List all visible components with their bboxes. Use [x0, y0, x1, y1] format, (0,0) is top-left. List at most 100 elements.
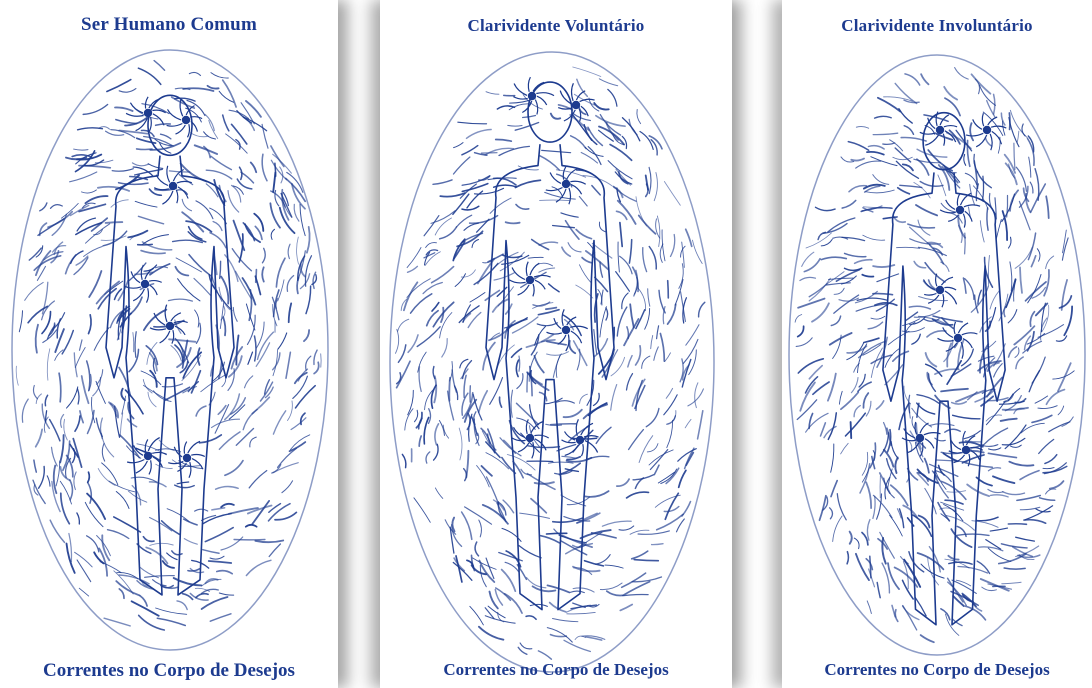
aura-stroke [636, 310, 645, 329]
aura-stroke [461, 270, 475, 277]
aura-stroke [977, 172, 991, 188]
aura-stroke [59, 373, 61, 402]
aura-stroke [84, 247, 103, 257]
panel-clarividente-involuntario: Clarividente Involuntário Correntes no C… [782, 0, 1092, 688]
aura-stroke [273, 350, 278, 375]
aura-stroke [916, 205, 937, 215]
aura-stroke [652, 544, 663, 545]
aura-stroke [564, 410, 582, 417]
aura-stroke [806, 377, 818, 393]
aura-stroke [87, 361, 90, 390]
aura-stroke [232, 185, 241, 202]
aura-stroke [833, 516, 842, 542]
aura-stroke [912, 334, 921, 344]
aura-stroke [288, 401, 293, 421]
aura-stroke [620, 605, 632, 611]
aura-stroke [890, 515, 903, 536]
aura-stroke [1016, 167, 1026, 191]
aura-stroke [686, 229, 692, 246]
aura-stroke [432, 303, 439, 312]
aura-stroke [74, 149, 88, 150]
aura-stroke [1046, 256, 1054, 269]
aura-stroke [649, 167, 651, 193]
aura-stroke [990, 528, 1007, 531]
aura-stroke [290, 442, 306, 451]
aura-stroke [289, 303, 292, 322]
aura-stroke [25, 282, 44, 300]
aura-stroke [494, 178, 516, 185]
aura-stroke [639, 436, 653, 463]
vortex-center [150, 305, 188, 344]
aura-stroke [470, 606, 484, 625]
aura-stroke [33, 386, 37, 399]
aura-stroke [668, 304, 676, 324]
aura-stroke [419, 436, 421, 446]
aura-stroke [241, 172, 254, 183]
aura-stroke [97, 282, 120, 304]
aura-stroke [619, 526, 634, 530]
aura-stroke [1037, 249, 1040, 262]
aura-stroke [465, 507, 492, 524]
aura-stroke [1058, 406, 1064, 415]
aura-stroke [876, 401, 883, 409]
aura-stroke [502, 570, 516, 592]
aura-stroke [623, 118, 640, 141]
aura-stroke [88, 472, 90, 482]
aura-stroke [679, 470, 686, 487]
aura-stroke [599, 79, 617, 86]
aura-stroke [967, 140, 969, 166]
aura-stroke [888, 331, 909, 345]
aura-stroke [883, 143, 895, 145]
aura-stroke [664, 507, 679, 512]
aura-stroke [630, 304, 634, 327]
aura-stroke [945, 429, 960, 432]
aura-stroke [407, 248, 421, 268]
aura-stroke [208, 86, 219, 89]
aura-stroke [975, 79, 979, 94]
aura-stroke [682, 502, 691, 516]
aura-stroke [834, 288, 844, 294]
aura-stroke [464, 223, 478, 230]
aura-stroke [668, 281, 669, 298]
aura-stroke [864, 338, 879, 342]
aura-illustration [380, 0, 732, 688]
aura-stroke [795, 315, 802, 323]
aura-stroke [627, 374, 633, 390]
aura-stroke [195, 509, 208, 511]
aura-stroke [223, 317, 225, 335]
aura-stroke [87, 494, 105, 519]
aura-stroke [206, 170, 231, 179]
aura-stroke [873, 175, 889, 185]
aura-stroke [108, 530, 129, 539]
aura-stroke [885, 349, 899, 368]
aura-stroke [500, 397, 502, 407]
aura-stroke [200, 435, 222, 443]
aura-stroke [866, 401, 871, 416]
aura-stroke [236, 429, 253, 446]
aura-stroke [286, 352, 290, 378]
aura-stroke [657, 514, 684, 530]
aura-stroke [133, 333, 134, 352]
aura-stroke [440, 313, 452, 339]
aura-stroke [137, 138, 156, 143]
aura-stroke [1029, 370, 1039, 391]
aura-stroke [980, 221, 984, 242]
aura-stroke [506, 222, 520, 223]
aura-stroke [408, 335, 418, 352]
aura-stroke [225, 461, 243, 476]
aura-stroke [220, 261, 221, 278]
aura-stroke [424, 418, 429, 444]
aura-stroke [70, 480, 73, 500]
aura-stroke [990, 290, 1000, 309]
aura-stroke [610, 145, 632, 161]
aura-stroke [616, 272, 630, 292]
aura-stroke [54, 466, 57, 494]
aura-stroke [182, 199, 191, 211]
aura-stroke [924, 319, 939, 321]
aura-stroke [138, 216, 163, 224]
aura-stroke [1043, 466, 1067, 472]
aura-stroke [1031, 256, 1035, 267]
aura-stroke [941, 262, 949, 271]
aura-stroke [196, 201, 213, 219]
aura-stroke [983, 428, 1008, 446]
